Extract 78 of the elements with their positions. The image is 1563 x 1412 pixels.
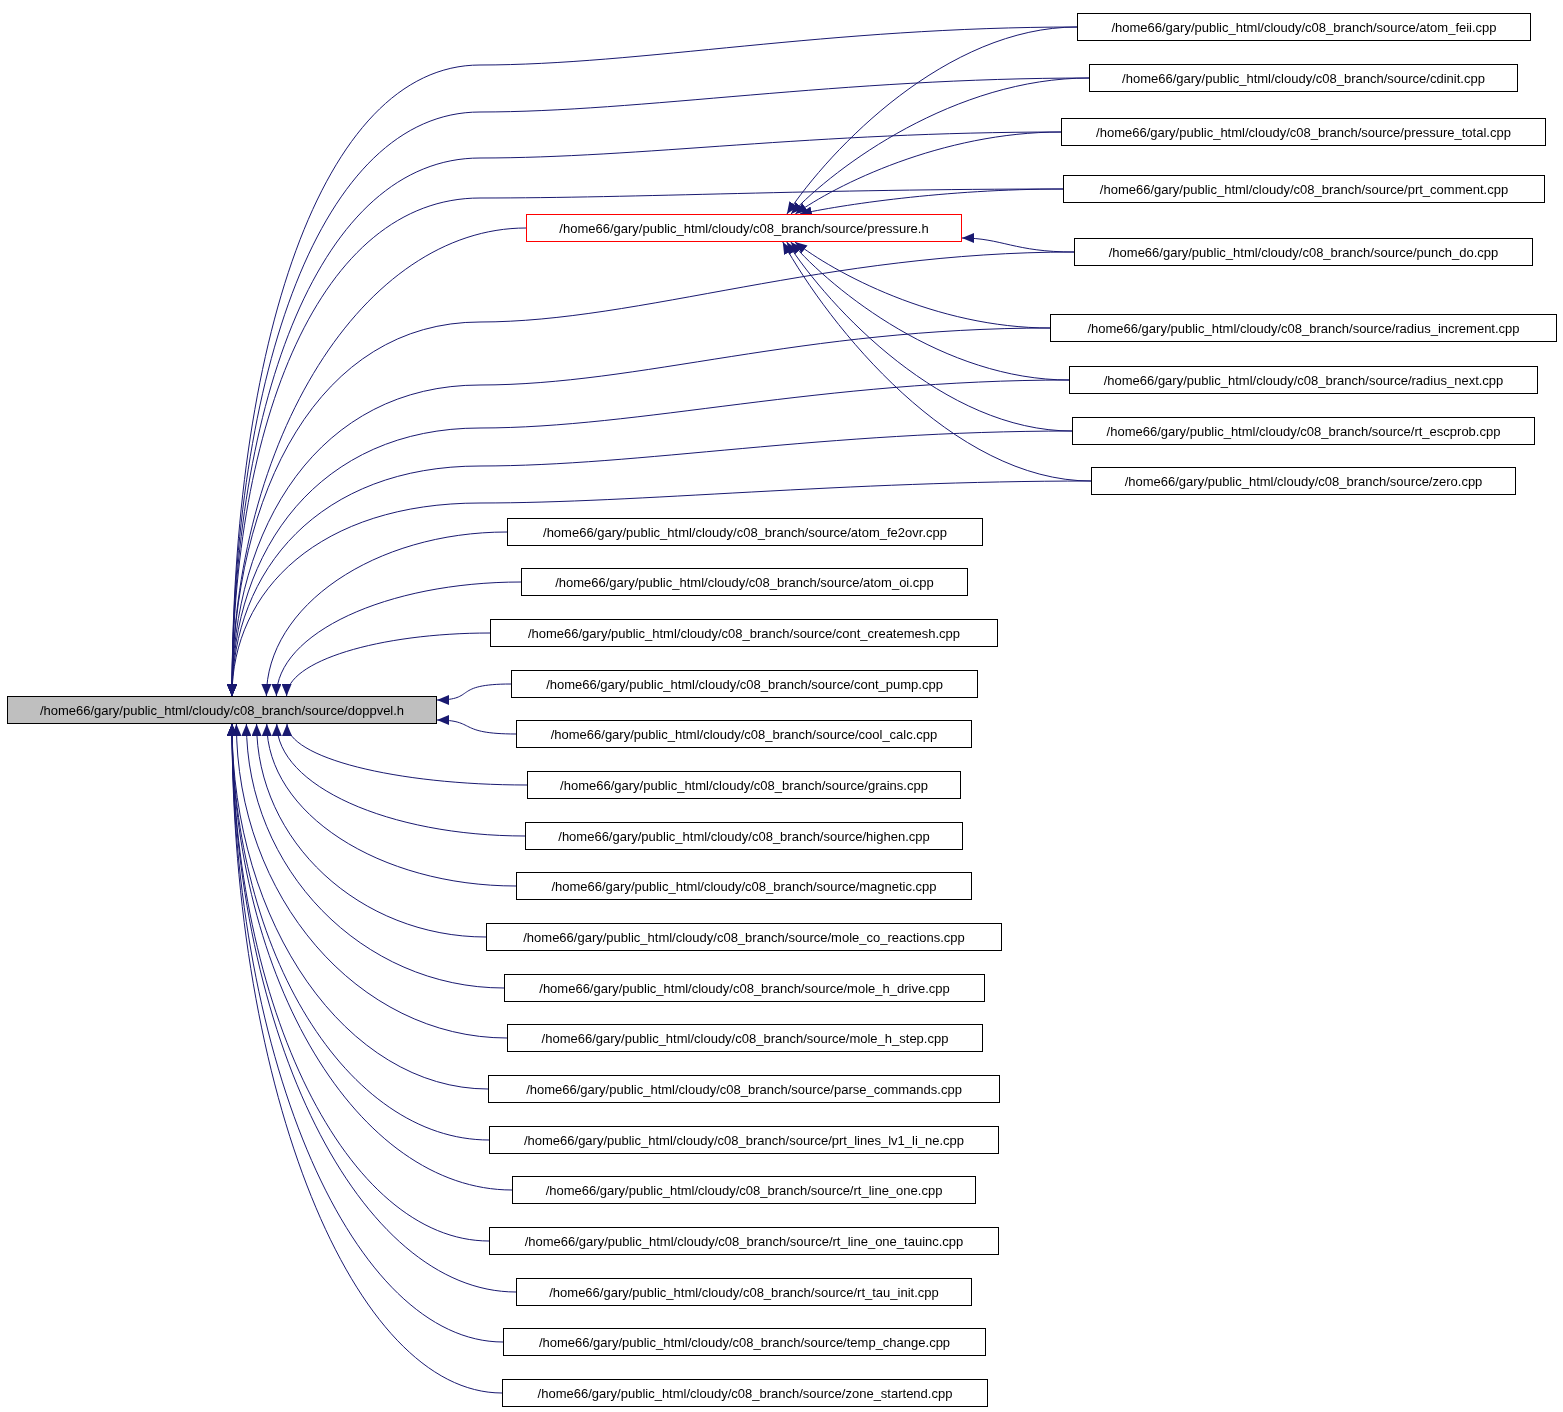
file-path: /home66/gary/public_html/cloudy/c08_branch/source/cdinit.cpp	[1122, 70, 1485, 86]
include-arrow	[790, 77, 1090, 215]
source-file-box	[486, 923, 1002, 951]
source-file-box	[1077, 13, 1531, 41]
include-arrow	[786, 26, 1078, 215]
file-path: /home66/gary/public_html/cloudy/c08_branch/source/pressure_total.cpp	[1096, 124, 1511, 140]
file-path: /home66/gary/public_html/cloudy/c08_branch/source/mole_co_reactions.cpp	[523, 929, 965, 945]
source-file-box	[503, 1328, 986, 1356]
source-file-box	[489, 1227, 999, 1255]
source-file-box	[1091, 467, 1516, 495]
source-file-box	[489, 1126, 999, 1154]
source-file-box	[512, 1176, 976, 1204]
source-file-box	[502, 1379, 988, 1407]
file-path: /home66/gary/public_html/cloudy/c08_branch/source/prt_lines_lv1_li_ne.cpp	[523, 1132, 965, 1148]
include-arrow	[436, 683, 512, 705]
file-path: /home66/gary/public_html/cloudy/c08_branch/source/parse_commands.cpp	[526, 1081, 962, 1097]
include-arrow	[242, 723, 505, 989]
include-arrow	[794, 241, 1051, 329]
source-file-box	[1074, 238, 1533, 266]
file-path: /home66/gary/public_html/cloudy/c08_branch/source/grains.cpp	[560, 777, 928, 793]
include-arrow	[263, 723, 517, 887]
file-path: /home66/gary/public_html/cloudy/c08_branch/source/cont_createmesh.cpp	[527, 625, 961, 641]
source-file-box	[507, 518, 983, 546]
source-file-box	[504, 974, 985, 1002]
source-file-box	[511, 670, 978, 698]
file-path: /home66/gary/public_html/cloudy/c08_branch/source/pressure.h	[559, 220, 929, 236]
source-file-box	[1089, 64, 1518, 92]
source-file-box	[527, 771, 961, 799]
include-arrow	[232, 723, 508, 1039]
file-path: /home66/gary/public_html/cloudy/c08_branch/source/rt_line_one_tauinc.cpp	[524, 1233, 964, 1249]
source-file-box	[521, 568, 968, 596]
include-arrow	[252, 723, 487, 938]
file-path: /home66/gary/public_html/cloudy/c08_branch/source/punch_do.cpp	[1108, 244, 1499, 260]
file-path: /home66/gary/public_html/cloudy/c08_branch/source/highen.cpp	[558, 828, 930, 844]
file-path: /home66/gary/public_html/cloudy/c08_branch/source/zone_startend.cpp	[537, 1385, 953, 1401]
file-path: /home66/gary/public_html/cloudy/c08_branch/source/rt_escprob.cpp	[1106, 423, 1501, 439]
include-arrow	[794, 131, 1062, 215]
file-path: /home66/gary/public_html/cloudy/c08_branch/source/radius_next.cpp	[1103, 372, 1504, 388]
file-path: /home66/gary/public_html/cloudy/c08_branch/source/prt_comment.cpp	[1099, 181, 1509, 197]
header-box	[526, 214, 962, 242]
include-arrow	[227, 480, 1092, 697]
file-path: /home66/gary/public_html/cloudy/c08_branch/source/cool_calc.cpp	[550, 726, 938, 742]
source-file-box	[1072, 417, 1535, 445]
include-arrow	[436, 715, 517, 735]
file-path: /home66/gary/public_html/cloudy/c08_branch/source/rt_line_one.cpp	[545, 1182, 943, 1198]
source-file-box	[488, 1075, 1000, 1103]
file-path: /home66/gary/public_html/cloudy/c08_branch/source/cont_pump.cpp	[546, 676, 943, 692]
file-path: /home66/gary/public_html/cloudy/c08_branch/source/mole_h_drive.cpp	[539, 980, 950, 996]
file-path: /home66/gary/public_html/cloudy/c08_branch/source/mole_h_step.cpp	[541, 1030, 949, 1046]
source-file-box	[1050, 314, 1557, 342]
file-path: /home66/gary/public_html/cloudy/c08_branch/source/atom_oi.cpp	[555, 574, 934, 590]
file-path: /home66/gary/public_html/cloudy/c08_branch/source/radius_increment.cpp	[1087, 320, 1520, 336]
include-arrow	[961, 233, 1075, 253]
source-file-box	[1061, 118, 1546, 146]
file-path: /home66/gary/public_html/cloudy/c08_branch/source/doppvel.h	[39, 702, 405, 718]
include-arrow	[790, 241, 1070, 381]
include-arrow	[786, 241, 1073, 432]
source-file-box	[490, 619, 998, 647]
file-path: /home66/gary/public_html/cloudy/c08_branch/source/zero.cpp	[1124, 473, 1483, 489]
include-arrow	[782, 241, 1092, 482]
file-path: /home66/gary/public_html/cloudy/c08_branch/source/rt_tau_init.cpp	[549, 1284, 939, 1300]
include-arrow	[273, 581, 522, 697]
source-file-box	[516, 720, 972, 748]
file-path: /home66/gary/public_html/cloudy/c08_branch/source/magnetic.cpp	[551, 878, 937, 894]
source-file-box	[516, 872, 972, 900]
source-file-box	[525, 822, 963, 850]
file-path: /home66/gary/public_html/cloudy/c08_branch/source/atom_fe2ovr.cpp	[543, 524, 947, 540]
include-arrow	[262, 531, 508, 697]
source-file-box	[1069, 366, 1538, 394]
source-file-box	[1063, 175, 1545, 203]
include-arrow	[273, 723, 526, 837]
source-file-box	[507, 1024, 983, 1052]
focused-header-box	[7, 696, 437, 724]
source-file-box	[516, 1278, 972, 1306]
include-arrow	[285, 723, 528, 786]
include-arrow	[284, 632, 491, 697]
file-path: /home66/gary/public_html/cloudy/c08_branch/source/atom_feii.cpp	[1111, 19, 1497, 35]
file-path: /home66/gary/public_html/cloudy/c08_branch/source/temp_change.cpp	[538, 1334, 951, 1350]
